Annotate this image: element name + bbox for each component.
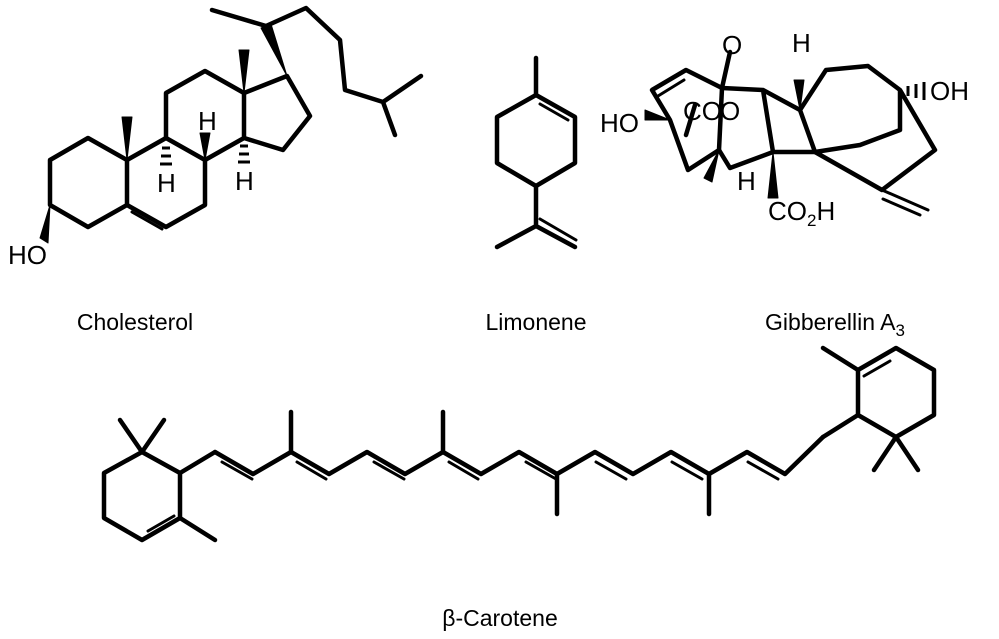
cholesterol-ring-a (47, 135, 130, 230)
gibberellin-structure: HO OH O CO O H H CO2H (600, 28, 969, 230)
limonene-name-label: Limonene (485, 309, 586, 335)
limonene-methyl-and-isopropenyl (494, 55, 578, 250)
limonene-exo-double-bond (538, 217, 578, 242)
beta-carotene-left-methyls (117, 417, 218, 543)
gibberellin-exo-methylene-2 (881, 197, 922, 217)
limonene-structure (494, 55, 578, 250)
beta-carotene-right-ring-double-bond (862, 359, 892, 378)
beta-carotene-right-ring (855, 345, 937, 440)
cholesterol-h9-label: H (157, 168, 176, 198)
cholesterol-ring-d (241, 73, 313, 153)
cholesterol-h14-label: H (235, 166, 254, 196)
gibberellin-carbonyl-co: CO (683, 96, 722, 126)
cholesterol-structure: HO H H H (8, 5, 424, 270)
cholesterol-h8-wedge (199, 132, 211, 161)
beta-carotene-left-ring-double-bond (146, 514, 176, 533)
limonene-ring-double-bond (538, 102, 570, 122)
gibberellin-lactone-bridge (683, 49, 733, 138)
gibberellin-h-top-wedge (793, 79, 805, 111)
gibberellin-ho-wedge (644, 109, 671, 121)
gibberellin-methyl-wedge (703, 149, 720, 183)
gibberellin-h-top: H (792, 28, 811, 58)
cholesterol-c19-methyl-wedge (121, 116, 133, 161)
beta-carotene-chain-double-bonds (220, 460, 780, 481)
gibberellin-name-label: Gibberellin A3 (765, 309, 905, 340)
beta-carotene-left-ring (101, 449, 183, 543)
cholesterol-c18-methyl-wedge (238, 49, 250, 94)
cholesterol-h14-hash (238, 144, 250, 164)
gibberellin-oh-hash (906, 82, 926, 100)
gibberellin-ring-cd (797, 63, 938, 193)
cholesterol-name-label: Cholesterol (77, 309, 193, 335)
gibberellin-ring-oxygen: O (720, 96, 740, 126)
beta-carotene-chain-methyls (288, 409, 712, 517)
cholesterol-ring-b (124, 135, 208, 230)
gibberellin-acid-wedge (767, 151, 779, 199)
gibberellin-oxygen-bridge: O (722, 30, 742, 60)
gibberellin-hydroxyl-left: HO (600, 108, 639, 138)
cholesterol-h8-label: H (198, 106, 217, 136)
gibberellin-hydroxyl-right: OH (930, 76, 969, 106)
beta-carotene-polyene-chain (212, 434, 826, 477)
gibberellin-h-bottom: H (737, 166, 756, 196)
gibberellin-exo-methylene (880, 188, 930, 212)
cholesterol-h9-hash (160, 146, 172, 166)
gibberellin-carboxylic-acid: CO2H (768, 196, 835, 230)
beta-carotene-right-methyls (820, 345, 921, 473)
beta-carotene-name-label: β-Carotene (442, 605, 558, 631)
beta-carotene-structure (101, 345, 937, 543)
cholesterol-3-oh-wedge (39, 204, 51, 244)
cholesterol-side-chain (209, 5, 424, 138)
cholesterol-c17-sidechain-wedge (260, 23, 288, 77)
cholesterol-ring-c (163, 68, 247, 163)
gibberellin-ring-a-double-bond (656, 78, 686, 98)
cholesterol-double-bond (130, 210, 164, 231)
limonene-ring (494, 92, 578, 189)
cholesterol-hydroxyl-label: HO (8, 240, 47, 270)
